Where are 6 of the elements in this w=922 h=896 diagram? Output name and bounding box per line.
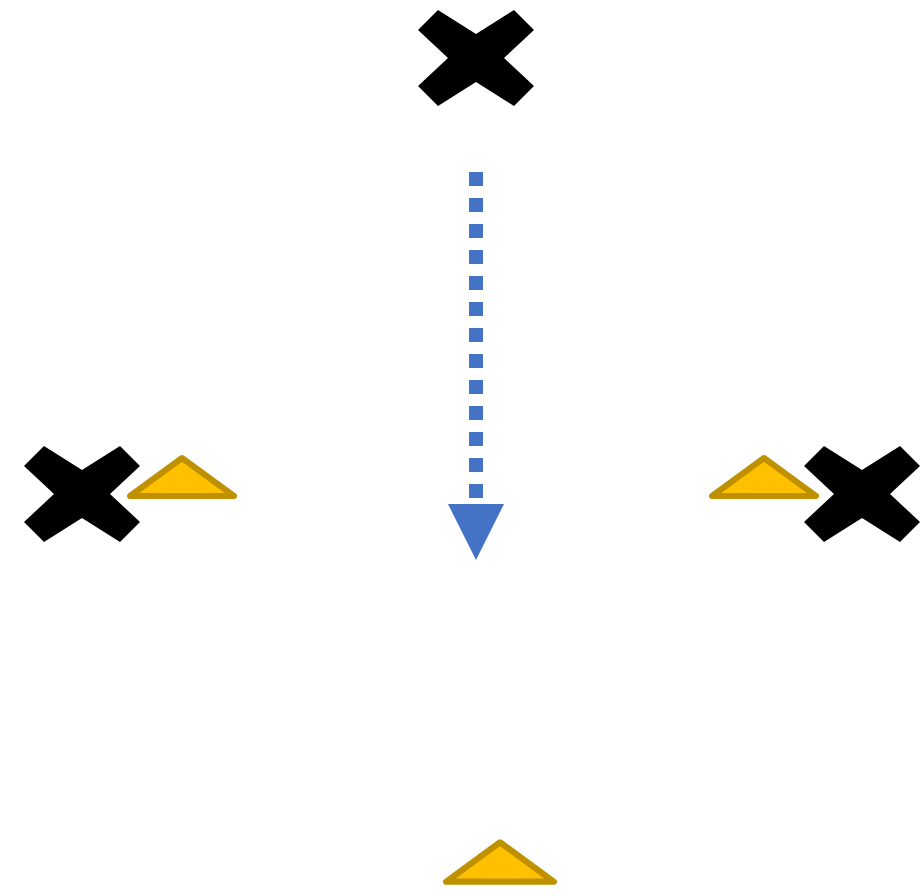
cross-shape (24, 446, 140, 542)
triangle-shape (708, 454, 820, 500)
triangle-shape (442, 838, 558, 886)
triangle-shape (126, 454, 238, 500)
cross-shape (804, 446, 920, 542)
cross-shape (418, 10, 534, 106)
